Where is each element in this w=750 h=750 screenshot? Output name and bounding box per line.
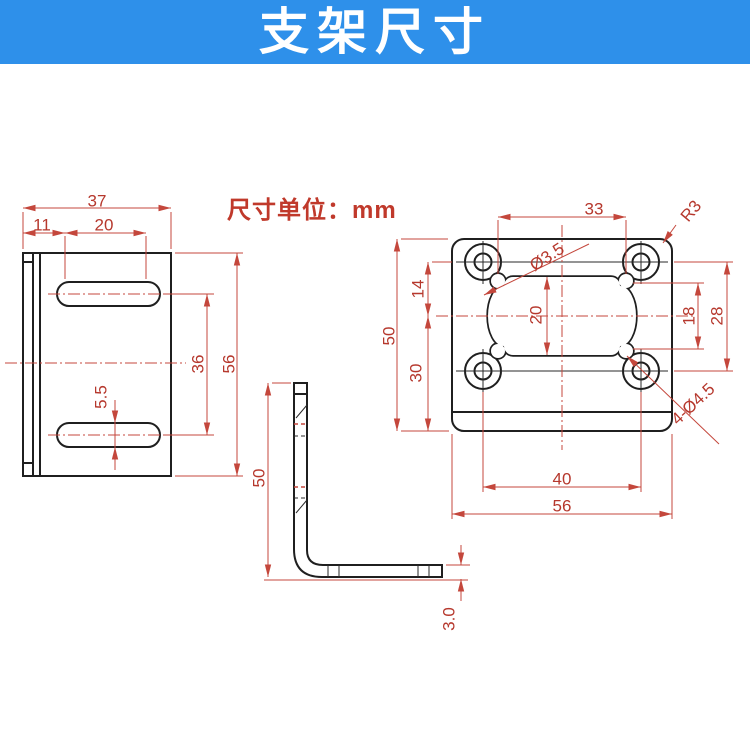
dim-face-top-hole-to-center: 14 [409, 280, 428, 299]
dim-face-cutout-height: 20 [527, 306, 546, 325]
dim-front-slot-spacing: 36 [189, 355, 208, 374]
face-view: 33 R3 Ø3.5 50 14 30 20 18 28 4-Ø4.5 40 5… [380, 197, 733, 519]
dim-face-total-width: 56 [553, 497, 572, 516]
dim-front-slot-width: 5.5 [92, 385, 111, 409]
dim-front-total-width: 37 [88, 192, 107, 211]
leader-line [662, 224, 677, 244]
banner-title: 支架尺寸 [259, 4, 491, 60]
dim-face-small-hole-spacing-x: 33 [585, 200, 604, 219]
front-outline [22, 252, 172, 477]
dim-front-slot-length: 20 [95, 216, 114, 235]
dim-side-thickness: 3.0 [440, 607, 459, 631]
dim-face-hole-row-spacing: 28 [708, 307, 727, 326]
slot-hidden-mark [295, 404, 308, 419]
dim-front-total-height: 56 [220, 355, 239, 374]
front-view: 37 11 20 56 36 5.5 [5, 192, 243, 477]
side-outline [293, 382, 443, 578]
dim-face-small-hole-dia: Ø3.5 [526, 239, 567, 275]
leader-line [483, 243, 590, 296]
banner: 支架尺寸 [0, 0, 750, 64]
unit-note: 尺寸单位：mm [227, 197, 397, 224]
dim-face-corner-radius: R3 [677, 197, 706, 226]
slot-hidden-mark [295, 499, 308, 514]
dim-front-edge-offset: 11 [33, 216, 51, 235]
dim-face-total-height: 50 [380, 327, 399, 346]
dim-face-hole-spacing-x: 40 [553, 470, 572, 489]
leader-line [626, 355, 720, 445]
dim-side-leg-height: 50 [250, 469, 269, 488]
side-view: 50 3.0 [250, 382, 470, 631]
dim-face-corner-holes: 4-Ø4.5 [668, 379, 719, 428]
dim-face-small-hole-spacing-y: 18 [680, 307, 699, 326]
dim-face-center-to-bottom: 30 [407, 364, 426, 383]
